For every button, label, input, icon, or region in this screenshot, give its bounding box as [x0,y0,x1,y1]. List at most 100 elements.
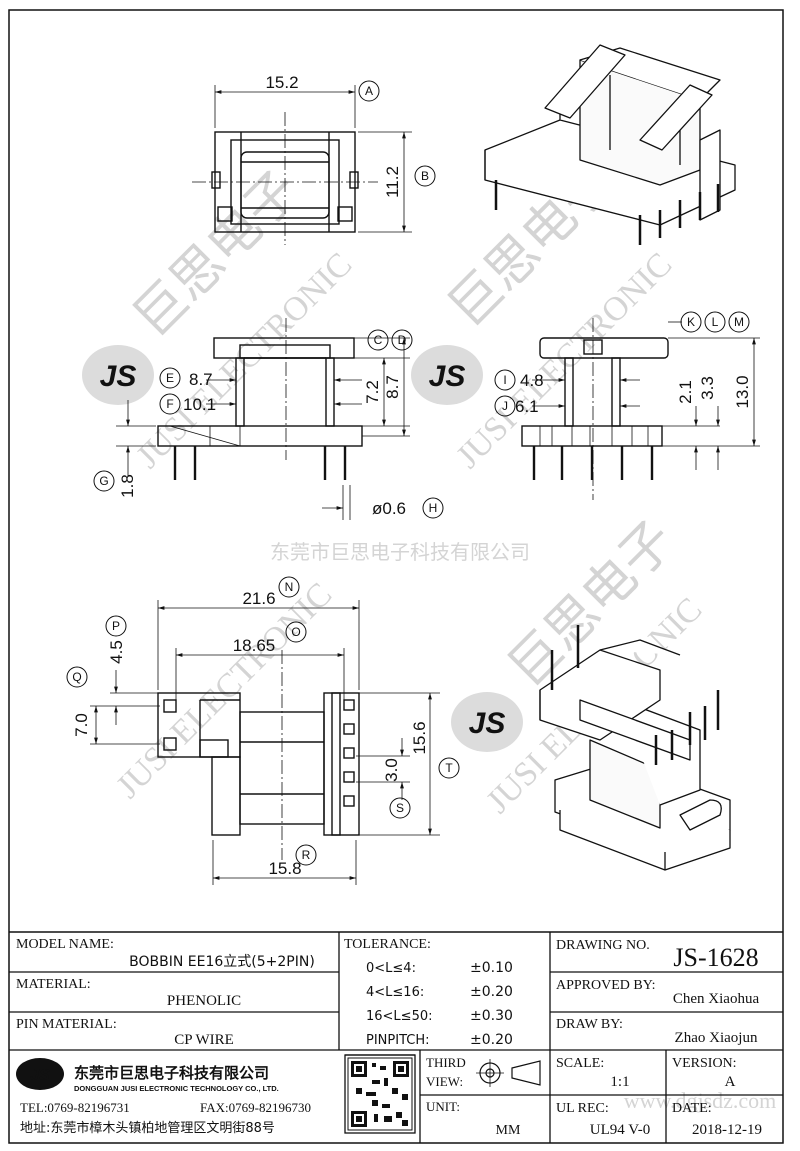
tag-c: C [374,333,383,347]
tag-r: R [302,848,311,862]
dim-height-11-2: 11.2 [383,166,402,198]
draw-by-label: DRAW BY: [556,1017,623,1032]
model-name-value: BOBBIN EE16立式(5+2PIN) [129,954,315,970]
watermark-url: www.dgjsdz.com [624,1088,777,1113]
dim-t-15-6: 15.6 [410,721,429,754]
company-logo: JS [16,1058,64,1090]
company-fax: FAX:0769-82196730 [200,1100,311,1115]
dim-h-pin-diameter: ø0.6 [372,499,406,518]
material-label: MATERIAL: [16,977,91,992]
tolerance-value-3: ±0.30 [470,1008,513,1024]
drawing-no-value: JS-1628 [673,943,758,972]
dim-8-7-vertical: 8.7 [383,375,402,399]
watermark-en-3: JUSI ELECTRONIC [109,576,339,806]
version-label: VERSION: [672,1056,737,1071]
dim-i-4-8: 4.8 [520,371,544,390]
tolerance-label: TOLERANCE: [344,937,431,952]
company-name-en: DONGGUAN JUSI ELECTRONIC TECHNOLOGY CO.,… [74,1084,279,1093]
unit-value: MM [496,1123,521,1138]
date-label: DATE: [672,1101,712,1116]
dim-o-18-65: 18.65 [233,636,276,655]
dim-l-3-3: 3.3 [698,376,717,400]
dim-k-2-1: 2.1 [676,380,695,404]
dim-n-21-6: 21.6 [242,589,275,608]
dim-m-13-0: 13.0 [733,375,752,408]
pin-material-label: PIN MATERIAL: [16,1017,117,1032]
dim-g-1-8: 1.8 [118,474,137,498]
tolerance-value-1: ±0.10 [470,960,513,976]
tag-l: L [712,315,719,329]
tag-m: M [734,315,744,329]
watermark-company-cn: 东莞市巨思电子科技有限公司 [270,540,530,564]
tag-b: B [421,169,429,183]
company-tel: TEL:0769-82196731 [20,1100,130,1115]
dim-width-15-2: 15.2 [265,73,298,92]
tag-j: J [502,399,508,413]
tag-f: F [166,397,173,411]
tolerance-range-3: 16<L≤50: [366,1009,433,1024]
watermark-logo-2: JS [411,345,483,405]
model-name-label: MODEL NAME: [16,937,114,952]
ul-rec-label: UL REC: [556,1101,609,1116]
company-logo-text: JS [30,1067,50,1084]
tag-t: T [445,761,453,775]
watermark-logo-1: JS [82,345,154,405]
watermark-logo-text-1: JS [100,360,137,393]
iso-view-2 [539,625,731,871]
third-angle-projection-icon [476,1059,541,1087]
third-view-label-line-1: THIRD [426,1055,466,1070]
drawing-no-label: DRAWING NO. [556,938,650,953]
tag-q: Q [72,670,81,684]
approved-by-value: Chen Xiaohua [673,991,760,1007]
side-view [494,311,760,500]
scale-label: SCALE: [556,1056,604,1071]
company-address: 地址:东莞市樟木头镇柏地管理区文明街88号 [20,1120,275,1136]
front-view [93,318,444,520]
dim-7-2: 7.2 [363,380,382,404]
tolerance-range-4: PINPITCH: [366,1033,429,1048]
tag-d: D [398,333,407,347]
tag-e: E [166,371,174,385]
dim-j-6-1: 6.1 [515,397,539,416]
tag-o: O [291,625,300,639]
title-block-grid [9,931,783,1143]
scale-value: 1:1 [610,1074,629,1090]
tag-s: S [396,801,404,815]
tag-h: H [429,501,438,515]
tolerance-range-2: 4<L≤16: [366,985,424,1000]
watermark-logo-text-2: JS [429,360,466,393]
outer-frame [8,9,784,1144]
third-view-label-line-2: VIEW: [426,1074,463,1089]
draw-by-value: Zhao Xiaojun [675,1030,758,1046]
iso-view-1 [484,44,736,245]
bottom-view [66,576,460,885]
dim-s-3-0: 3.0 [382,758,401,782]
approved-by-label: APPROVED BY: [556,978,655,993]
tag-a: A [365,84,373,98]
tolerance-value-2: ±0.20 [470,984,513,1000]
material-value: PHENOLIC [167,993,241,1009]
dim-r-15-8: 15.8 [268,859,301,878]
tolerance-range-1: 0<L≤4: [366,961,416,976]
ul-rec-value: UL94 V-0 [590,1122,650,1138]
dim-f-10-1: 10.1 [183,395,216,414]
version-value: A [725,1074,736,1090]
date-value: 2018-12-19 [692,1122,762,1138]
tag-k: K [687,315,695,329]
top-view [192,80,436,245]
dim-q-7-0: 7.0 [72,713,91,737]
qr-code-icon [347,1057,413,1131]
tag-n: N [285,580,294,594]
watermark-logo-3: JS [451,692,523,752]
tag-i: I [503,373,506,387]
tag-p: P [112,619,120,633]
company-name-cn: 东莞市巨思电子科技有限公司 [74,1064,269,1082]
pin-material-value: CP WIRE [174,1032,234,1048]
dim-p-4-5: 4.5 [107,640,126,664]
tag-g: G [99,474,108,488]
dim-e-8-7: 8.7 [189,370,213,389]
watermark-logo-text-3: JS [469,707,506,740]
tolerance-value-4: ±0.20 [470,1032,513,1048]
unit-label: UNIT: [426,1099,460,1114]
